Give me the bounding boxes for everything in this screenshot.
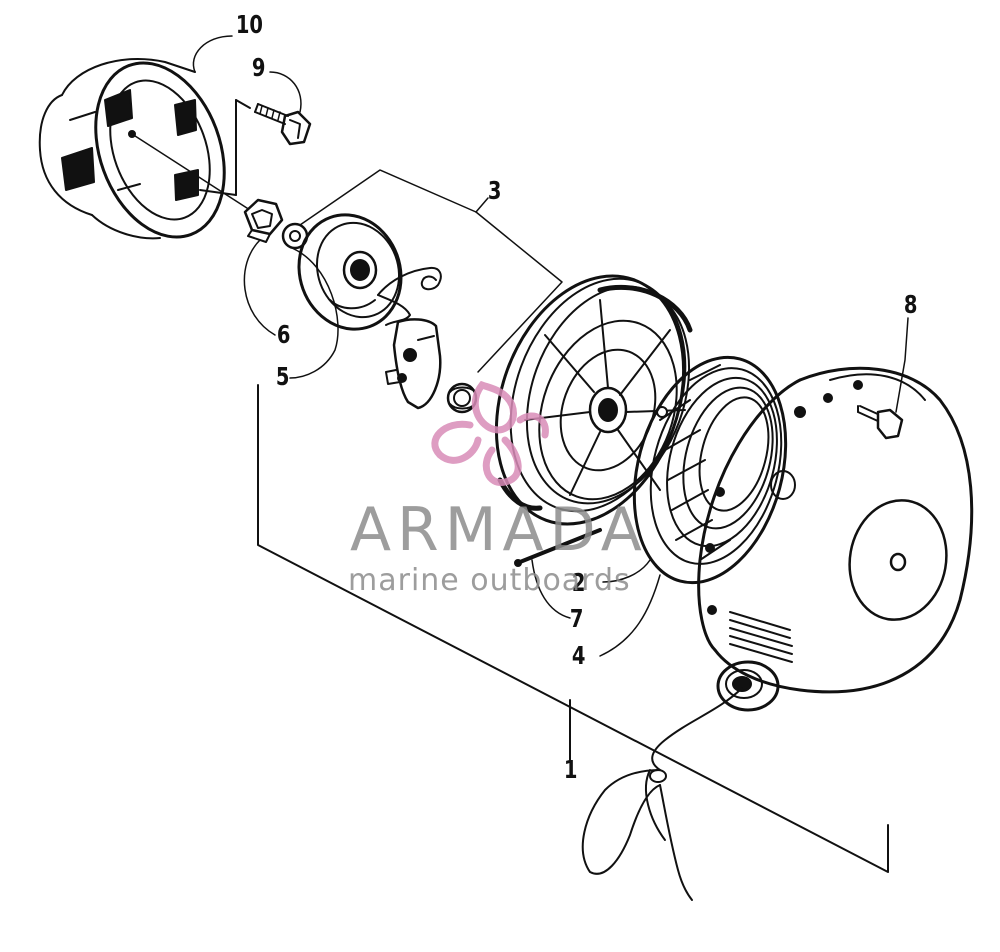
callout-6: 6 bbox=[276, 320, 291, 349]
callout-1: 1 bbox=[563, 755, 578, 784]
part-1-starter-housing bbox=[581, 366, 974, 901]
callout-5: 5 bbox=[275, 362, 290, 391]
watermark-logo bbox=[431, 380, 549, 486]
callout-9: 9 bbox=[251, 53, 266, 82]
part-9-bolt bbox=[199, 99, 312, 196]
callout-2: 2 bbox=[571, 568, 586, 597]
part-7-pin bbox=[514, 528, 602, 567]
callout-4: 4 bbox=[571, 641, 586, 670]
callout-10: 10 bbox=[235, 10, 263, 39]
part-8-screw bbox=[857, 405, 904, 440]
callout-7: 7 bbox=[569, 604, 584, 633]
part-10-starter-cup bbox=[38, 58, 251, 240]
callout-3: 3 bbox=[487, 176, 502, 205]
part-3-ratchet-assembly bbox=[297, 213, 478, 414]
watermark-tagline: marine outboards bbox=[348, 563, 631, 598]
leader-lines bbox=[192, 35, 909, 873]
part-4-recoil-spring bbox=[632, 355, 788, 585]
part-6-nut bbox=[243, 198, 284, 243]
callout-8: 8 bbox=[903, 290, 918, 319]
watermark-brand: ARMADA bbox=[350, 495, 648, 565]
